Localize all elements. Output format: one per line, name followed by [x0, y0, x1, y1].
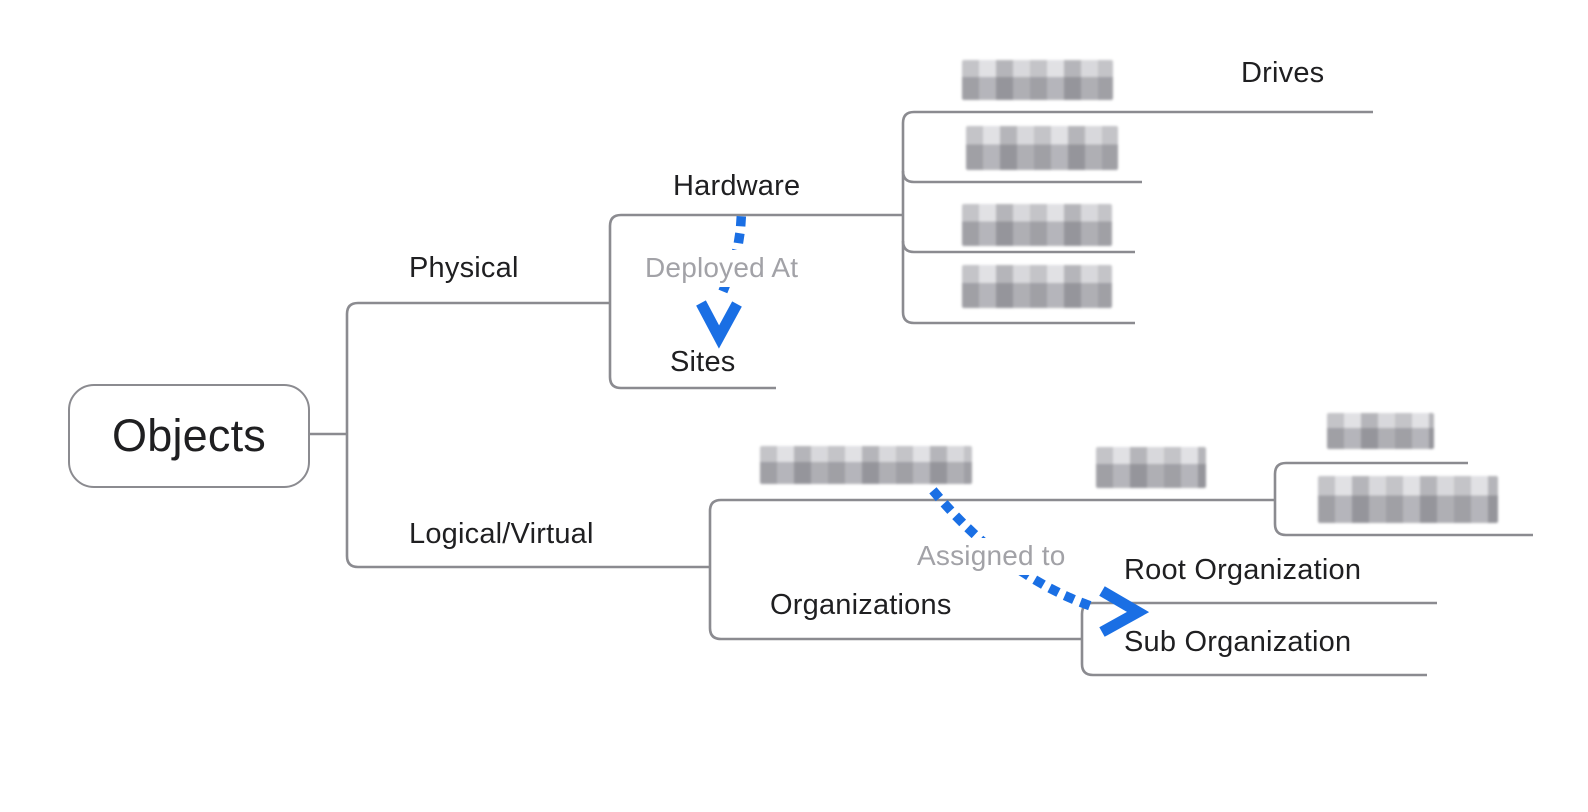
branch-sub-organization: [1080, 639, 1427, 677]
node-redacted-hw-3[interactable]: [962, 204, 1112, 246]
relationship-label-deployed-at[interactable]: Deployed At: [636, 250, 808, 287]
node-drives[interactable]: Drives: [1241, 57, 1325, 89]
branch-organizations: [708, 567, 1082, 641]
node-redacted-hw-4[interactable]: [962, 265, 1112, 308]
branch-lv-grandchild-top: [1273, 461, 1468, 500]
node-sites[interactable]: Sites: [670, 346, 736, 378]
assigned-to-arrow-head-icon[interactable]: [1099, 586, 1150, 637]
node-redacted-hw-2[interactable]: [966, 126, 1118, 170]
branch-hardware-child-2: [901, 170, 1142, 184]
node-redacted-lv-4[interactable]: [1318, 476, 1498, 523]
node-sub-organization[interactable]: Sub Organization: [1124, 626, 1352, 658]
relationship-label-assigned-to[interactable]: Assigned to: [908, 538, 1075, 575]
node-redacted-lv-1[interactable]: [760, 446, 972, 484]
branch-logical-virtual: [345, 434, 710, 569]
node-hardware[interactable]: Hardware: [673, 170, 801, 202]
deployed-at-arrow-head-icon[interactable]: [696, 300, 742, 349]
branch-hardware-child-drives: [901, 110, 1373, 215]
branch-hardware: [608, 213, 903, 303]
node-objects-label: Objects: [112, 410, 266, 461]
node-objects[interactable]: Objects: [68, 384, 310, 488]
node-root-organization[interactable]: Root Organization: [1124, 554, 1362, 586]
branch-lv-grandchild-bottom: [1273, 500, 1533, 537]
node-redacted-lv-2[interactable]: [1096, 447, 1206, 488]
node-organizations[interactable]: Organizations: [770, 589, 952, 621]
branch-lv-child-redacted: [708, 498, 1275, 567]
branch-physical: [345, 301, 610, 434]
node-physical[interactable]: Physical: [409, 252, 519, 284]
node-redacted-lv-3[interactable]: [1327, 413, 1434, 449]
branch-hardware-child-4: [901, 215, 1135, 325]
node-redacted-hw-1[interactable]: [962, 60, 1113, 100]
branch-sites: [608, 303, 776, 390]
deployed-at-arrow-line[interactable]: [714, 215, 747, 303]
node-logical-virtual[interactable]: Logical/Virtual: [409, 518, 594, 550]
